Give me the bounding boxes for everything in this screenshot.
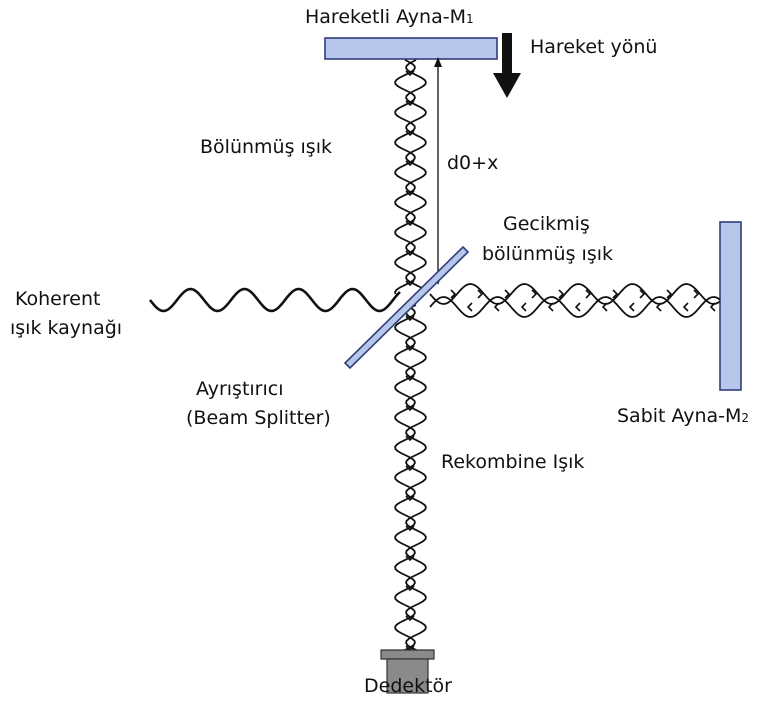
beam-direction-marker xyxy=(493,302,500,312)
distance-label: d0+x xyxy=(447,152,499,174)
beam-direction-marker xyxy=(405,435,415,442)
delayed-light-label-line1: Gecikmiş xyxy=(503,213,590,235)
moving-mirror-label: Hareketli Ayna-M1 xyxy=(305,6,474,28)
beam-direction-marker xyxy=(405,405,415,412)
recombined-light-wave-right xyxy=(405,304,427,652)
moving-mirror xyxy=(324,37,498,60)
beam-direction-marker xyxy=(612,289,619,299)
beam-direction-marker xyxy=(405,465,415,472)
split-light-label: Bölünmüş ışık xyxy=(200,136,332,158)
recombined-light-label: Rekombine Işık xyxy=(441,451,585,473)
beam-direction-marker xyxy=(405,220,415,227)
beam-direction-marker xyxy=(574,302,581,312)
fixed-mirror-label: Sabit Ayna-M2 xyxy=(617,405,750,427)
fixed-mirror xyxy=(719,221,742,391)
beam-direction-marker xyxy=(547,302,554,312)
beam-direction-marker xyxy=(405,280,415,287)
source-label-line1: Koherent xyxy=(15,288,101,310)
beam-direction-marker xyxy=(601,302,608,312)
beam-direction-marker xyxy=(585,289,592,299)
beam-direction-marker xyxy=(405,250,415,257)
beam-direction-marker xyxy=(477,289,484,299)
beam-direction-marker xyxy=(405,100,415,107)
beam-direction-marker xyxy=(655,302,662,312)
beam-splitter-label-line1: Ayrıştırıcı xyxy=(196,378,284,400)
beam-direction-marker xyxy=(639,289,646,299)
beam-direction-marker xyxy=(666,289,673,299)
beam-direction-marker xyxy=(450,289,457,299)
delayed-light-label-line2: bölünmüş ışık xyxy=(482,243,613,265)
beam-splitter xyxy=(343,245,470,370)
movement-direction-label: Hareket yönü xyxy=(530,36,658,58)
beam-direction-marker xyxy=(405,615,415,622)
beam-direction-marker xyxy=(405,315,415,322)
beam-direction-marker xyxy=(405,190,415,197)
beam-direction-marker xyxy=(558,289,565,299)
beam-direction-marker xyxy=(466,302,473,312)
beam-direction-marker xyxy=(709,302,716,312)
beam-direction-marker xyxy=(405,555,415,562)
beam-splitter-label-line2: (Beam Splitter) xyxy=(186,407,331,429)
beam-direction-marker xyxy=(520,302,527,312)
incoming-light-wave xyxy=(148,287,401,313)
delayed-light-wave-lower xyxy=(429,296,721,318)
beam-direction-marker xyxy=(405,345,415,352)
beam-direction-marker xyxy=(504,289,511,299)
beam-direction-marker xyxy=(405,130,415,137)
split-light-wave-left xyxy=(394,59,416,295)
movement-direction-arrow xyxy=(493,33,521,98)
beam-direction-marker xyxy=(405,525,415,532)
detector xyxy=(380,649,435,694)
recombined-light-wave-left xyxy=(394,304,416,652)
beam-direction-marker xyxy=(405,495,415,502)
beam-direction-marker xyxy=(531,289,538,299)
beam-direction-marker xyxy=(405,585,415,592)
beam-direction-marker xyxy=(405,160,415,167)
beam-direction-marker xyxy=(405,375,415,382)
beam-direction-marker xyxy=(682,302,689,312)
split-light-wave-right xyxy=(405,59,427,295)
source-label-line2: ışık kaynağı xyxy=(10,317,123,339)
beam-direction-marker xyxy=(405,70,415,77)
beam-direction-marker xyxy=(628,302,635,312)
beam-direction-marker xyxy=(693,289,700,299)
delayed-light-wave-upper xyxy=(429,283,721,305)
detector-label: Dedektör xyxy=(364,675,452,697)
